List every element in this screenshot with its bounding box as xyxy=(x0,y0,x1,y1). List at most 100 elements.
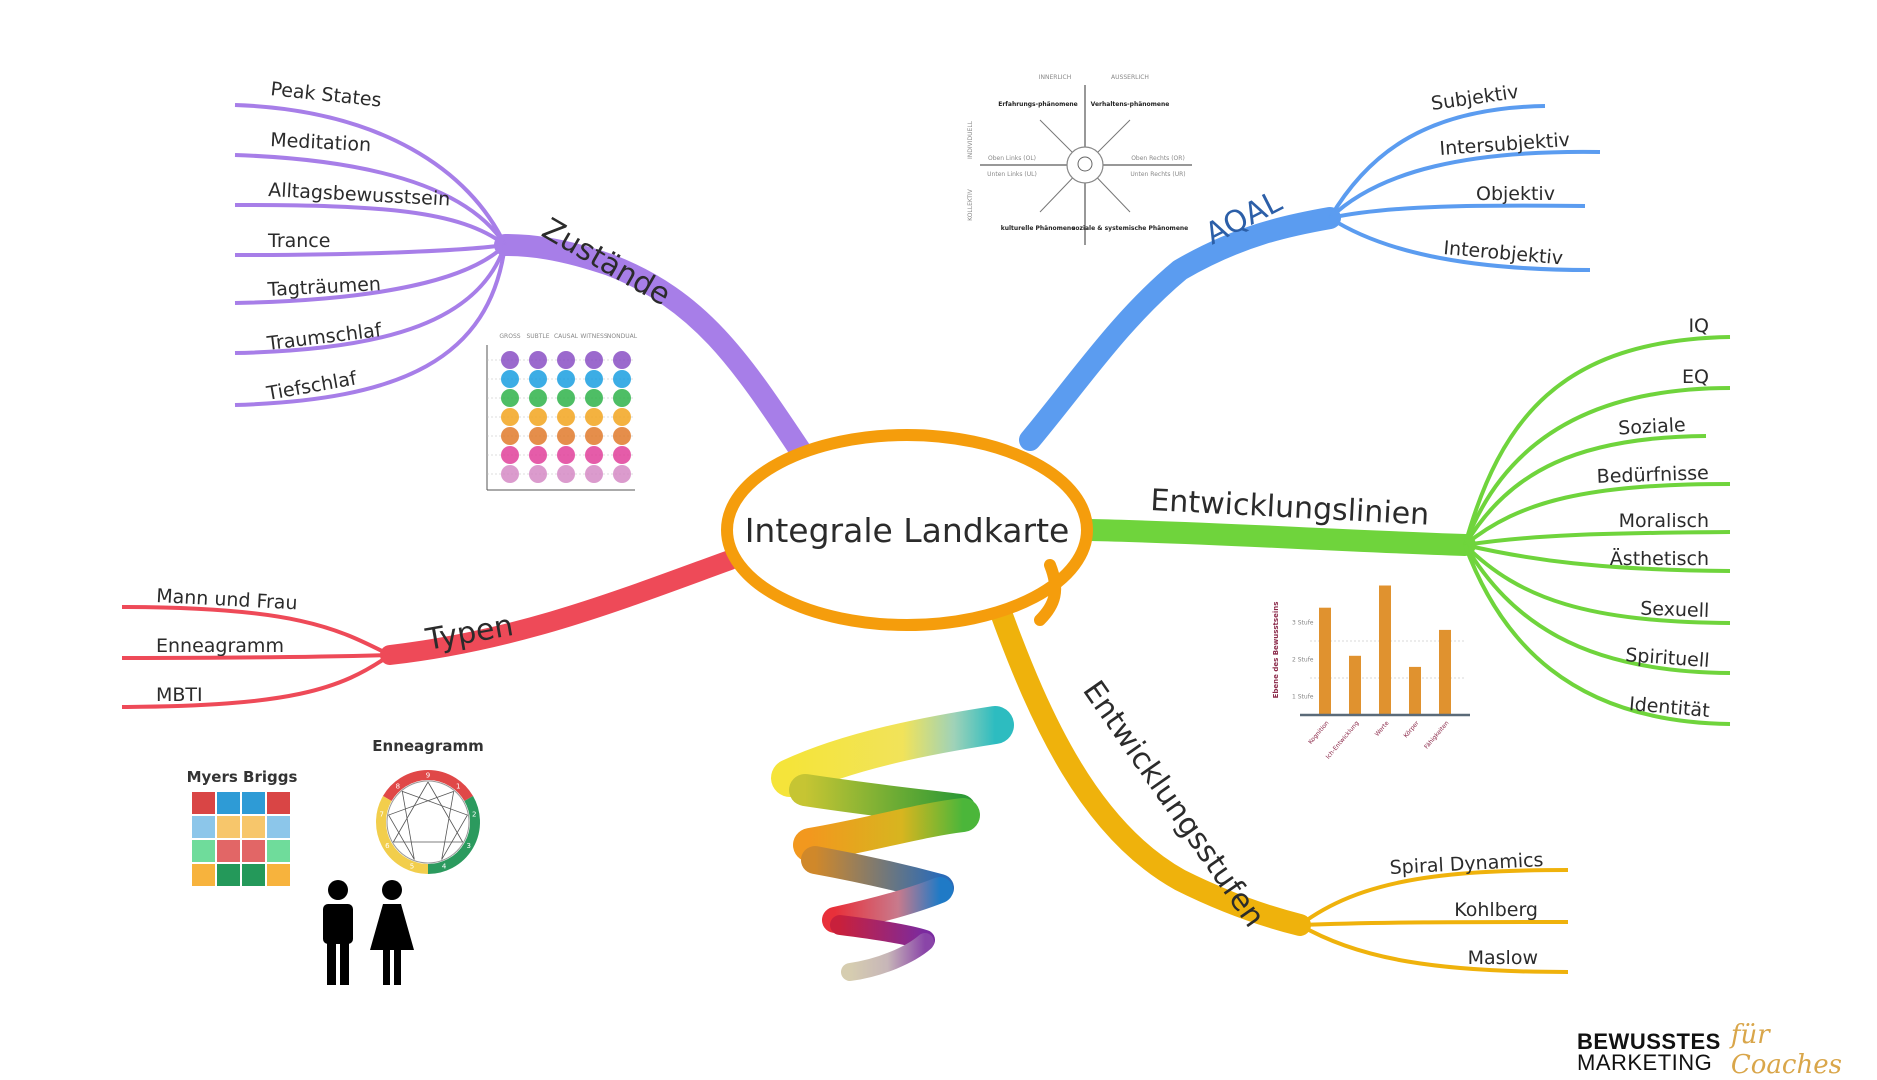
mbti-cell xyxy=(242,816,265,838)
y-tick-label: 2 Stufe xyxy=(1292,657,1314,664)
states-grid-dot xyxy=(501,370,519,388)
states-grid-dot xyxy=(557,389,575,407)
linien-item[interactable]: Soziale xyxy=(1618,414,1687,440)
branch-label-typen: Typen xyxy=(422,608,516,658)
enneagram-number: 2 xyxy=(472,810,476,818)
zustaende-item[interactable]: Peak States xyxy=(269,78,382,112)
zustaende-item[interactable]: Meditation xyxy=(270,129,372,156)
mbti-cell xyxy=(192,864,215,886)
states-grid-column-label: GROSS xyxy=(499,333,520,340)
branch-stufen-subbranches xyxy=(1298,868,1569,974)
brand-logo[interactable]: BEWUSSTES MARKETING für Coaches xyxy=(1577,1020,1877,1080)
mbti-cell xyxy=(217,840,240,862)
zustaende-item[interactable]: Trance xyxy=(267,230,330,252)
branch-entwicklungsstufen[interactable]: Entwicklungsstufen Spiral Dynamics Kohlb… xyxy=(989,599,1569,974)
bar xyxy=(1409,666,1421,715)
svg-text:KOLLEKTIV: KOLLEKTIV xyxy=(967,188,974,221)
states-grid-dot xyxy=(613,446,631,464)
mbti-cell xyxy=(267,864,290,886)
svg-text:kulturelle Phänomene: kulturelle Phänomene xyxy=(1001,225,1076,232)
stufen-item[interactable]: Kohlberg xyxy=(1454,899,1538,921)
states-grid-dot xyxy=(529,370,547,388)
mbti-cell xyxy=(192,792,215,814)
linien-item[interactable]: IQ xyxy=(1688,315,1709,337)
enneagram-number: 7 xyxy=(379,810,383,818)
states-grid-dot xyxy=(585,389,603,407)
spiral-dynamics-spiral-icon xyxy=(771,706,1014,981)
linien-item[interactable]: Spirituell xyxy=(1625,644,1711,672)
aqal-quadrant-image: INNERLICH AUSSERLICH INDIVIDUELL KOLLEKT… xyxy=(967,74,1192,245)
svg-text:INDIVIDUELL: INDIVIDUELL xyxy=(967,120,974,159)
typen-item[interactable]: Mann und Frau xyxy=(156,585,298,614)
states-grid-dot xyxy=(529,408,547,426)
branch-zustaende-subbranches xyxy=(234,103,507,407)
linien-item[interactable]: Ästhetisch xyxy=(1610,547,1709,570)
mbti-cell xyxy=(267,792,290,814)
enneagram-label: Enneagramm xyxy=(372,737,483,755)
branch-aqal-subbranches xyxy=(1328,104,1601,272)
mbti-cell xyxy=(217,816,240,838)
center-node[interactable]: Integrale Landkarte xyxy=(721,429,1093,631)
linien-item[interactable]: Sexuell xyxy=(1640,598,1710,622)
states-grid-dot xyxy=(585,465,603,483)
states-grid-dot xyxy=(529,351,547,369)
typen-item[interactable]: Enneagramm xyxy=(156,635,284,657)
stufen-item[interactable]: Maslow xyxy=(1468,947,1538,969)
logo-line2: MARKETING xyxy=(1577,1050,1713,1075)
mbti-grid xyxy=(192,792,290,886)
svg-text:Verhaltens-phänomene: Verhaltens-phänomene xyxy=(1091,101,1170,108)
states-grid-dot xyxy=(501,446,519,464)
zustaende-item[interactable]: Tagträumen xyxy=(266,273,381,301)
center-tail xyxy=(1034,559,1062,626)
bar xyxy=(1439,629,1451,715)
typen-item[interactable]: MBTI xyxy=(156,684,203,706)
enneagram-number: 1 xyxy=(456,782,460,790)
branch-entwicklungslinien[interactable]: Entwicklungslinien IQ EQ Soziale Bedürfn… xyxy=(1079,315,1731,726)
enneagram-number: 5 xyxy=(410,863,414,871)
states-grid-dot xyxy=(529,446,547,464)
svg-text:Oben Rechts (OR): Oben Rechts (OR) xyxy=(1131,155,1185,162)
states-grid-dot xyxy=(557,446,575,464)
svg-text:AUSSERLICH: AUSSERLICH xyxy=(1111,74,1149,81)
svg-text:soziale & systemische Phänomen: soziale & systemische Phänomene xyxy=(1072,225,1188,232)
bar xyxy=(1349,655,1361,715)
svg-text:Unten Rechts (UR): Unten Rechts (UR) xyxy=(1130,171,1185,178)
aqal-item[interactable]: Objektiv xyxy=(1476,183,1555,205)
enneagram-arc xyxy=(382,770,474,802)
states-grid-dot xyxy=(501,427,519,445)
states-grid-dot xyxy=(557,351,575,369)
linien-item[interactable]: Bedürfnisse xyxy=(1596,462,1709,488)
states-grid-dot xyxy=(529,465,547,483)
branch-typen[interactable]: Typen Mann und Frau Enneagramm MBTI xyxy=(121,550,740,709)
linien-item[interactable]: Moralisch xyxy=(1619,510,1709,532)
states-grid-dot xyxy=(585,370,603,388)
center-ellipse xyxy=(721,429,1093,631)
stufen-item[interactable]: Spiral Dynamics xyxy=(1389,849,1544,879)
mbti-cell xyxy=(267,816,290,838)
aqal-item[interactable]: Intersubjektiv xyxy=(1439,129,1571,160)
logo-line1: BEWUSSTES xyxy=(1577,1029,1721,1054)
enneagram-number: 4 xyxy=(442,863,447,871)
x-tick-label: Körper xyxy=(1402,719,1420,739)
woman-icon xyxy=(370,880,414,985)
states-grid-dot xyxy=(613,389,631,407)
branch-label-zustaende: Zustände xyxy=(536,212,676,313)
enneagram-arc xyxy=(376,796,429,874)
logo-script: für Coaches xyxy=(1730,1020,1842,1080)
linien-item[interactable]: EQ xyxy=(1682,366,1709,388)
branch-typen-stem xyxy=(380,550,740,665)
enneagram-number: 8 xyxy=(396,782,400,790)
zustaende-item[interactable]: Traumschlaf xyxy=(265,319,384,355)
states-grid-dot xyxy=(613,351,631,369)
x-tick-label: Werte xyxy=(1374,720,1391,738)
states-grid-dot xyxy=(557,465,575,483)
linien-item[interactable]: Identität xyxy=(1628,693,1710,722)
states-grid-column-label: CAUSAL xyxy=(554,333,579,340)
mbti-cell xyxy=(242,792,265,814)
branch-aqal-stem xyxy=(1019,207,1341,451)
svg-text:INNERLICH: INNERLICH xyxy=(1039,74,1072,81)
